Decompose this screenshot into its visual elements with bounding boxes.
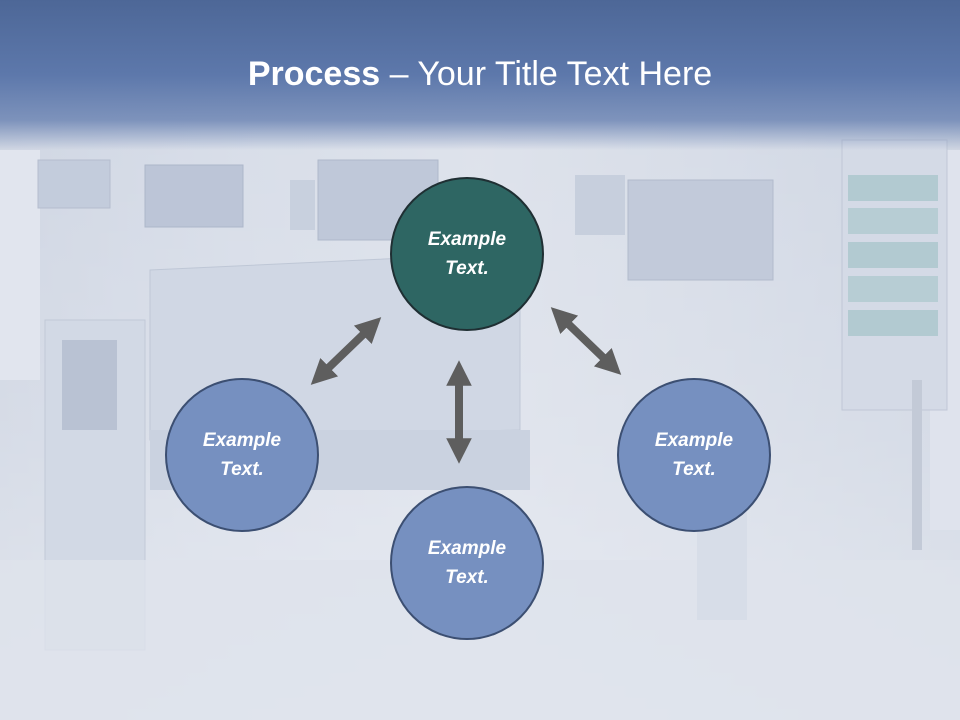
arrow-center-right [550,307,622,375]
slide-title: Process – Your Title Text Here [0,52,960,96]
left-node-line1: Example [202,430,282,451]
center-node-line2: Text. [445,258,489,279]
left-node-text: Example Text. [182,426,302,484]
title-rest-part: – Your Title Text Here [380,55,713,93]
arrow-center-left [310,317,382,385]
left-node-line2: Text. [220,459,264,480]
title-band [0,0,960,150]
left-node: Example Text. [165,378,319,532]
center-node-line1: Example [427,229,507,250]
bottom-node-line2: Text. [445,567,489,588]
right-node-text: Example Text. [634,426,754,484]
bottom-node: Example Text. [390,486,544,640]
title-bold-part: Process [247,55,381,93]
right-node-line2: Text. [672,459,716,480]
center-node: Example Text. [390,177,544,331]
right-node-line1: Example [654,430,734,451]
center-node-text: Example Text. [407,225,527,283]
bottom-node-text: Example Text. [407,534,527,592]
bottom-node-line1: Example [427,538,507,559]
right-node: Example Text. [617,378,771,532]
